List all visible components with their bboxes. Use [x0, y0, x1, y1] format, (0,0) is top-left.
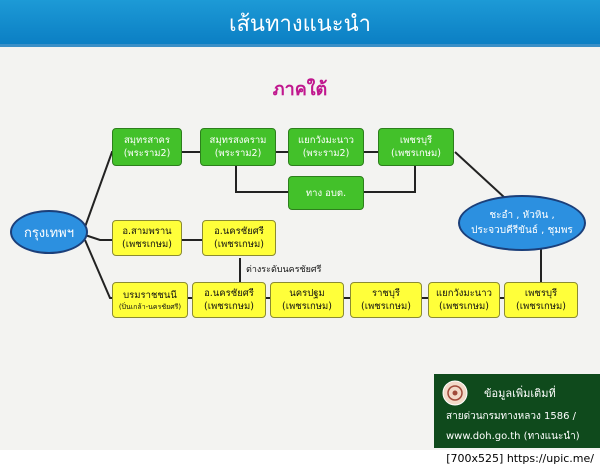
node-name: สมุทรสาคร [123, 135, 170, 146]
node-road: (ปิ่นเกล้า-นครชัยศรี) [118, 302, 182, 311]
node-wang-manao-phetkasem: แยกวังมะนาว (เพชรเกษม) [428, 282, 500, 318]
node-name: นครปฐม [289, 288, 325, 299]
section-title: ภาคใต้ [272, 79, 328, 100]
node-road: (เพชรเกษม) [282, 301, 332, 312]
node-road: (พระราม2) [214, 148, 262, 159]
node-samut-sakhon: สมุทรสาคร (พระราม2) [112, 128, 182, 166]
node-road: (พระราม2) [302, 148, 350, 159]
node-samut-songkhram: สมุทรสงคราม (พระราม2) [200, 128, 276, 166]
node-name: อ.นครชัยศรี [214, 226, 264, 237]
footer-bar: [700x525] https://upic.me/ [0, 450, 600, 469]
node-name: แยกวังมะนาว [298, 135, 354, 146]
node-road: (เพชรเกษม) [361, 301, 411, 312]
bangkok-node: กรุงเทพฯ [10, 210, 88, 254]
info-line1: ข้อมูลเพิ่มเติมที่ [484, 387, 556, 400]
node-name: ทาง อบต. [305, 187, 347, 199]
node-name: บรมราชชนนี [123, 289, 177, 301]
node-road: (เพชรเกษม) [214, 239, 264, 250]
node-road: (เพชรเกษม) [516, 301, 566, 312]
node-borommaratchachonnani: บรมราชชนนี (ปิ่นเกล้า-นครชัยศรี) [112, 282, 188, 318]
image-source-label: [700x525] https://upic.me/ [446, 452, 594, 465]
node-name: แยกวังมะนาว [436, 288, 492, 299]
info-line2: สายด่วนกรมทางหลวง 1586 / [446, 411, 577, 422]
node-road: (เพชรเกษม) [122, 239, 172, 250]
page-title: เส้นทางแนะนำ [228, 12, 371, 37]
node-name: เพชรบุรี [399, 135, 433, 146]
info-line3: www.doh.go.th (ทางแนะนำ) [446, 431, 580, 442]
node-nakhon-chai-si-bottom: อ.นครชัยศรี (เพชรเกษม) [192, 282, 266, 318]
node-name: อ.นครชัยศรี [204, 288, 254, 299]
node-ratchaburi: ราชบุรี (เพชรเกษม) [350, 282, 422, 318]
node-name: เพชรบุรี [524, 288, 558, 299]
node-road: (เพชรเกษม) [391, 148, 441, 159]
node-wang-manao-rama2: แยกวังมะนาว (พระราม2) [288, 128, 364, 166]
destination-line1: ชะอำ , หัวหิน , [489, 210, 555, 221]
destination-line2: ประจวบคีรีขันธ์ , ชุมพร [471, 225, 573, 236]
node-nakhon-pathom: นครปฐม (เพชรเกษม) [270, 282, 344, 318]
node-name: อ.สามพราน [122, 226, 172, 237]
node-phetchaburi-top: เพชรบุรี (เพชรเกษม) [378, 128, 454, 166]
info-box: ข้อมูลเพิ่มเติมที่ สายด่วนกรมทางหลวง 158… [434, 374, 600, 448]
node-phetchaburi-bottom: เพชรบุรี (เพชรเกษม) [504, 282, 578, 318]
node-sam-phran: อ.สามพราน (เพชรเกษม) [112, 220, 182, 256]
department-of-highways-logo-icon [442, 380, 468, 406]
node-name: สมุทรสงคราม [209, 135, 267, 146]
node-road: (เพชรเกษม) [439, 301, 489, 312]
bangkok-label: กรุงเทพฯ [23, 225, 75, 241]
node-name: ราชบุรี [371, 288, 401, 299]
line-top-dest [454, 151, 506, 199]
header-banner: เส้นทางแนะนำ [0, 0, 600, 47]
interchange-note: ต่างระดับนครชัยศรี [246, 265, 322, 275]
node-abt-road: ทาง อบต. [288, 176, 364, 210]
destination-node: ชะอำ , หัวหิน , ประจวบคีรีขันธ์ , ชุมพร [458, 195, 586, 251]
node-road: (พระราม2) [123, 148, 171, 159]
node-road: (เพชรเกษม) [204, 301, 254, 312]
node-nakhon-chai-si-mid: อ.นครชัยศรี (เพชรเกษม) [202, 220, 276, 256]
